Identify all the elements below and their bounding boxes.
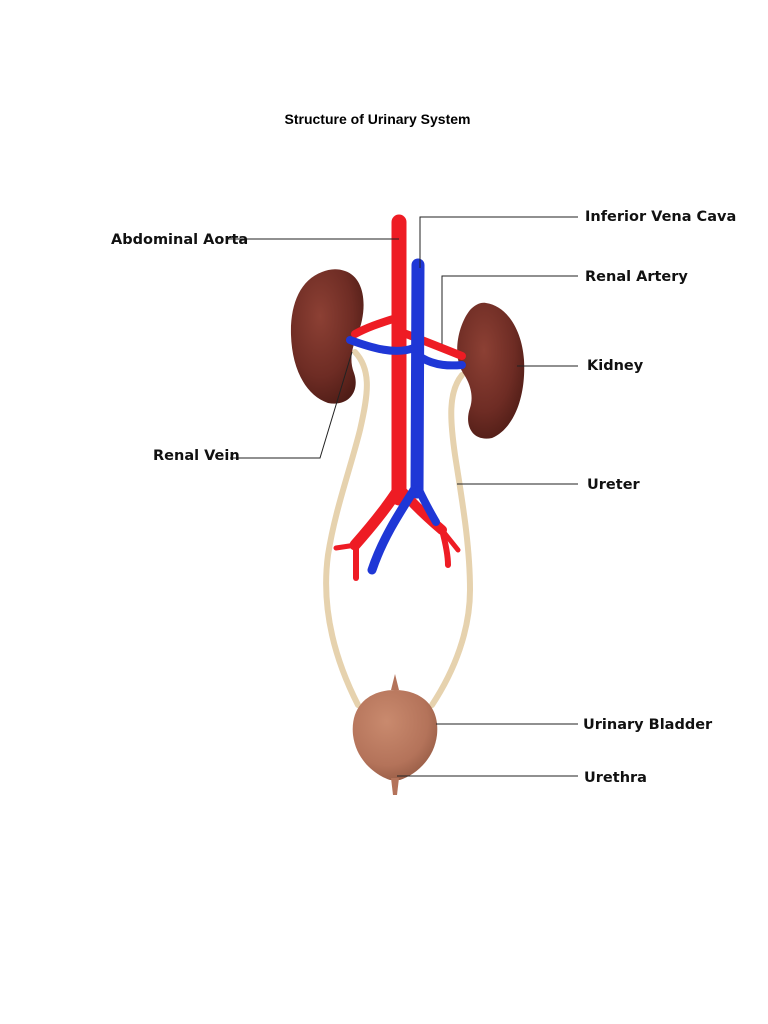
arteries [333, 214, 466, 581]
bladder-group [352, 674, 438, 795]
left-common-iliac-artery [349, 484, 404, 551]
ureter-label: Ureter [587, 477, 641, 493]
renal-artery-label: Renal Artery [585, 269, 688, 285]
inferior-vena-cava-label: Inferior Vena Cava [585, 209, 736, 225]
page-title: Structure of Urinary System [284, 111, 471, 127]
right-common-iliac-vein [415, 486, 440, 526]
renal-artery-leader [441, 275, 578, 344]
kidney-label: Kidney [587, 358, 644, 374]
right-renal-vein [418, 354, 466, 370]
urinary-bladder-label: Urinary Bladder [583, 717, 713, 733]
inferior-vena-cava-leader [419, 216, 578, 268]
left-ureter [323, 349, 370, 708]
right-ureter [429, 372, 474, 708]
leader-lines [228, 216, 578, 777]
left-kidney [290, 269, 364, 404]
left-common-iliac-vein [367, 485, 419, 575]
urethra-shape [391, 778, 399, 795]
urethra-label: Urethra [584, 770, 647, 786]
veins [346, 258, 466, 575]
left-renal-vein [346, 336, 418, 355]
renal-vein-label: Renal Vein [153, 448, 240, 464]
abdominal-aorta-label: Abdominal Aorta [111, 232, 248, 248]
left-internal-iliac-artery [333, 542, 359, 551]
right-internal-iliac-artery [439, 527, 461, 553]
labels: Abdominal Aorta Inferior Vena Cava Renal… [111, 209, 736, 786]
urinary-bladder-shape [352, 690, 438, 780]
kidneys [290, 269, 525, 439]
inferior-vena-cava [410, 258, 425, 499]
left-renal-artery [351, 314, 400, 338]
ureter-group [323, 349, 474, 708]
right-renal-artery [397, 328, 466, 360]
renal-vein-leader [230, 351, 353, 459]
bladder-apex [391, 674, 399, 690]
right-common-iliac-artery [396, 485, 447, 535]
right-kidney [457, 302, 525, 439]
